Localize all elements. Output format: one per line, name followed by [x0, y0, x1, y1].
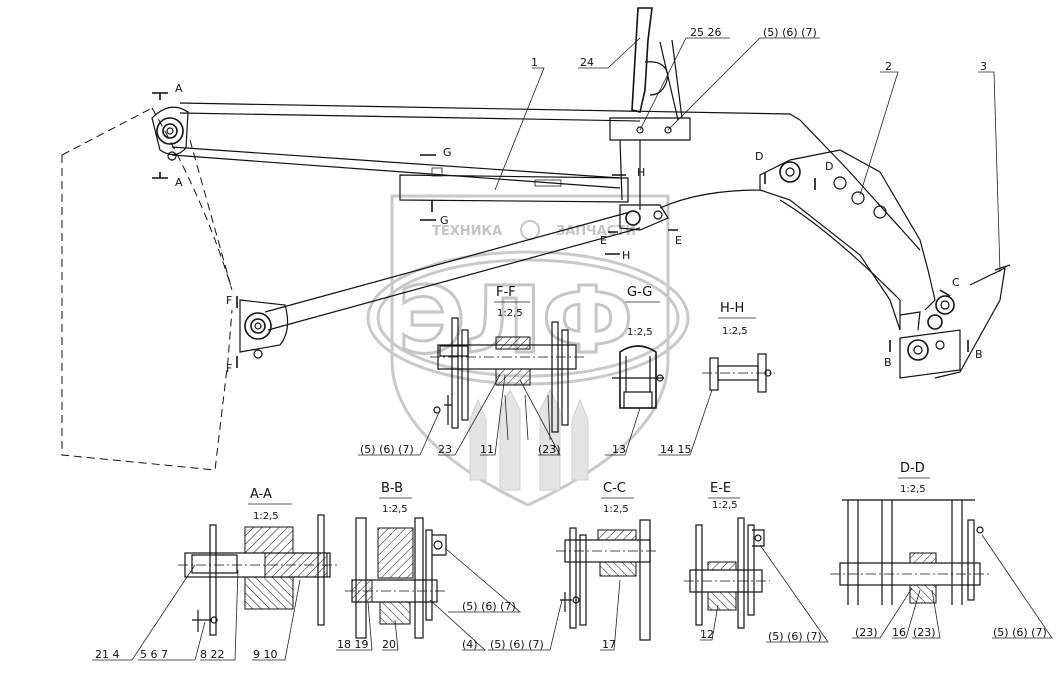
marker-a-top: A	[175, 82, 183, 95]
aa-label-5-6-7: 5 6 7	[140, 648, 168, 661]
section-dd: D-D 1:2,5 (23) 16 (23) (5) (6) (7)	[830, 461, 1053, 639]
section-bb-scale: 1:2,5	[382, 504, 408, 515]
watermark-logo: ЭЛФ	[398, 267, 633, 374]
marker-d-right: D	[825, 160, 833, 173]
dd-label-16: 16	[892, 626, 906, 639]
part-24-blade	[609, 7, 691, 210]
hh-label-14-15: 14 15	[660, 443, 692, 456]
bb-label-18-19: 18 19	[337, 638, 369, 651]
leader-3: 3	[980, 60, 987, 73]
marker-a-bottom: A	[175, 176, 183, 189]
marker-e-left: E	[600, 234, 607, 247]
part-3-assembly	[899, 264, 1011, 379]
ee-label-567: (5) (6) (7)	[768, 630, 822, 643]
section-ff: F-F 1:2,5 (5) (6) (7) 23 11 (23)	[358, 285, 585, 456]
section-aa-title: A-A	[250, 487, 272, 502]
marker-d-left: D	[755, 150, 763, 163]
watermark-text-left: ТЕХНИКА	[432, 224, 502, 239]
section-ee-scale: 1:2,5	[712, 500, 738, 511]
watermark-text-right: ЗАПЧАСТИ	[556, 224, 636, 239]
aa-label-21-4: 21 4	[95, 648, 120, 661]
section-ff-title: F-F	[496, 285, 516, 300]
marker-h-top: H	[637, 166, 645, 179]
upper-rod	[179, 102, 801, 121]
main-assembly: A A F F G G H H E E D D C B B 1	[61, 7, 1011, 471]
marker-f-top: F	[226, 294, 232, 307]
ff-label-567: (5) (6) (7)	[360, 443, 414, 456]
gear-icon	[520, 220, 540, 240]
pivot-a	[151, 106, 189, 161]
dd-label-23b: (23)	[913, 626, 936, 639]
section-ff-scale: 1:2,5	[497, 308, 523, 319]
section-dd-scale: 1:2,5	[900, 484, 926, 495]
marker-b-left: B	[884, 356, 892, 369]
cc-label-17: 17	[602, 638, 616, 651]
pivot-e	[619, 204, 669, 231]
marker-h-bottom: H	[622, 249, 630, 262]
section-ee: E-E 1:2,5 12 (5) (6) (7)	[684, 481, 829, 643]
section-cc-title: C-C	[603, 481, 626, 496]
section-gg-scale: 1:2,5	[627, 327, 653, 338]
bb-label-20: 20	[382, 638, 396, 651]
leader-5-6-7-top: (5) (6) (7)	[763, 26, 817, 39]
diagonal-rod	[264, 211, 631, 313]
part-2-arm	[659, 119, 936, 331]
section-hh-scale: 1:2,5	[722, 326, 748, 337]
section-gg: G-G 1:2,5 13	[605, 285, 664, 456]
marker-e-right: E	[675, 234, 682, 247]
section-aa-scale: 1:2,5	[253, 511, 279, 522]
pivot-f	[244, 312, 272, 359]
leader-24: 24	[580, 56, 594, 69]
section-hh-title: H-H	[720, 301, 744, 316]
top-leaders: 1 2 3 24 25 26 (5) (6) (7)	[494, 26, 1001, 273]
wheat-icon	[469, 388, 589, 491]
leader-2: 2	[885, 60, 892, 73]
marker-g-bottom: G	[440, 214, 449, 227]
gg-label-13: 13	[612, 443, 626, 456]
section-bb: B-B 1:2,5 (5) (6) (7) 18 19 20 (4)	[336, 481, 522, 651]
bb-label-4: (4)	[462, 638, 478, 651]
section-bb-title: B-B	[381, 481, 403, 496]
dd-label-23a: (23)	[855, 626, 878, 639]
aa-label-9-10: 9 10	[253, 648, 278, 661]
ff-label-23: 23	[438, 443, 452, 456]
section-cc: C-C 1:2,5 (5) (6) (7) 17	[488, 481, 658, 651]
section-ee-title: E-E	[710, 481, 731, 496]
marker-f-bottom: F	[226, 362, 232, 375]
section-gg-title: G-G	[627, 285, 652, 300]
watermark: ТЕХНИКА ЗАПЧАСТИ ЭЛФ	[366, 194, 690, 507]
section-cc-scale: 1:2,5	[603, 504, 629, 515]
marker-b-right: B	[975, 348, 983, 361]
section-markers: A A F F G G H H E E D D C B B	[152, 82, 983, 375]
ff-label-23b: (23)	[538, 443, 561, 456]
section-hh: H-H 1:2,5 14 15	[658, 301, 775, 456]
marker-c: C	[952, 276, 960, 289]
dd-label-567: (5) (6) (7)	[993, 626, 1047, 639]
ee-label-12: 12	[700, 628, 714, 641]
bb-label-567: (5) (6) (7)	[462, 600, 516, 613]
part-1-bar	[399, 174, 629, 203]
ff-label-11: 11	[480, 443, 494, 456]
leader-1: 1	[531, 56, 538, 69]
aa-label-8-22: 8 22	[200, 648, 225, 661]
panel-outline	[61, 107, 233, 471]
leader-25-26: 25 26	[690, 26, 722, 39]
cc-label-567: (5) (6) (7)	[490, 638, 544, 651]
marker-g-top: G	[443, 146, 452, 159]
section-aa: A-A 1:2,5 21 4 5 6 7 8 22 9 10	[92, 487, 340, 661]
section-dd-title: D-D	[900, 461, 925, 476]
